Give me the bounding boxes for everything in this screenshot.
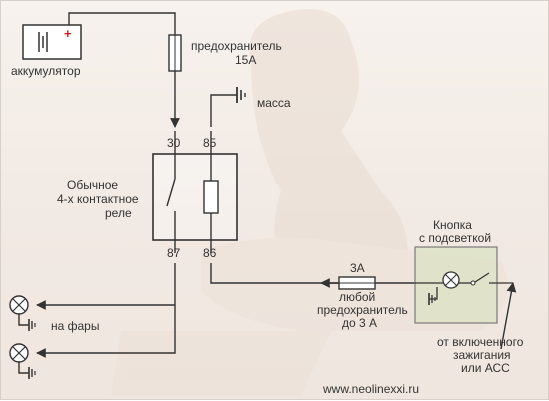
relay-label-3: реле bbox=[105, 206, 132, 220]
relay: 30 85 87 86 Обычное 4-х контактное реле bbox=[57, 131, 238, 260]
wire-relay-to-headlights bbox=[36, 263, 176, 358]
ground-label: масса bbox=[257, 96, 291, 110]
headlights-label: на фары bbox=[51, 319, 99, 333]
ignition-arrow bbox=[500, 282, 517, 350]
wire-battery-to-relay bbox=[68, 12, 180, 128]
battery-icon bbox=[22, 24, 82, 60]
main-fuse: предохранитель 15А bbox=[168, 34, 282, 72]
button-label-2: с подсветкой bbox=[419, 231, 491, 245]
small-fuse-label-1: любой bbox=[339, 290, 375, 304]
headlight-lower bbox=[9, 343, 36, 379]
battery-label: аккумулятор bbox=[11, 64, 81, 78]
button-label-1: Кнопка bbox=[433, 218, 472, 232]
illuminated-button: Кнопка с подсветкой bbox=[414, 218, 513, 324]
battery-plus: + bbox=[64, 26, 72, 41]
ground-85 bbox=[210, 87, 246, 127]
button-box bbox=[414, 246, 498, 324]
relay-label-2: 4-х контактное bbox=[57, 192, 139, 206]
ignition-label-2: зажигания bbox=[453, 348, 511, 362]
relay-label-1: Обычное bbox=[67, 178, 118, 192]
small-fuse-rating: 3А bbox=[350, 261, 365, 275]
small-fuse-label-2: предохранитель bbox=[317, 303, 408, 317]
website-url[interactable]: www.neolinexxi.ru bbox=[322, 382, 419, 396]
headlight-upper bbox=[9, 295, 36, 331]
relay-box bbox=[152, 153, 238, 241]
small-fuse: 3А любой предохранитель до 3 А bbox=[317, 261, 408, 330]
main-fuse-rating: 15А bbox=[235, 53, 256, 67]
ignition-label-3: или АСС bbox=[461, 361, 510, 375]
main-fuse-label: предохранитель bbox=[191, 39, 282, 53]
button-switch-icon bbox=[474, 272, 490, 283]
wire-relay-to-button bbox=[210, 263, 415, 288]
pin-30-label: 30 bbox=[167, 136, 181, 150]
battery: + аккумулятор bbox=[11, 24, 82, 78]
relay-coil-icon bbox=[203, 180, 219, 214]
small-fuse-label-3: до 3 А bbox=[342, 316, 377, 330]
ignition-label-1: от включенного bbox=[437, 335, 524, 349]
pin-85-label: 85 bbox=[203, 136, 217, 150]
pin-86-label: 86 bbox=[203, 246, 217, 260]
pin-87-label: 87 bbox=[167, 246, 181, 260]
relay-switch-icon bbox=[166, 178, 176, 207]
